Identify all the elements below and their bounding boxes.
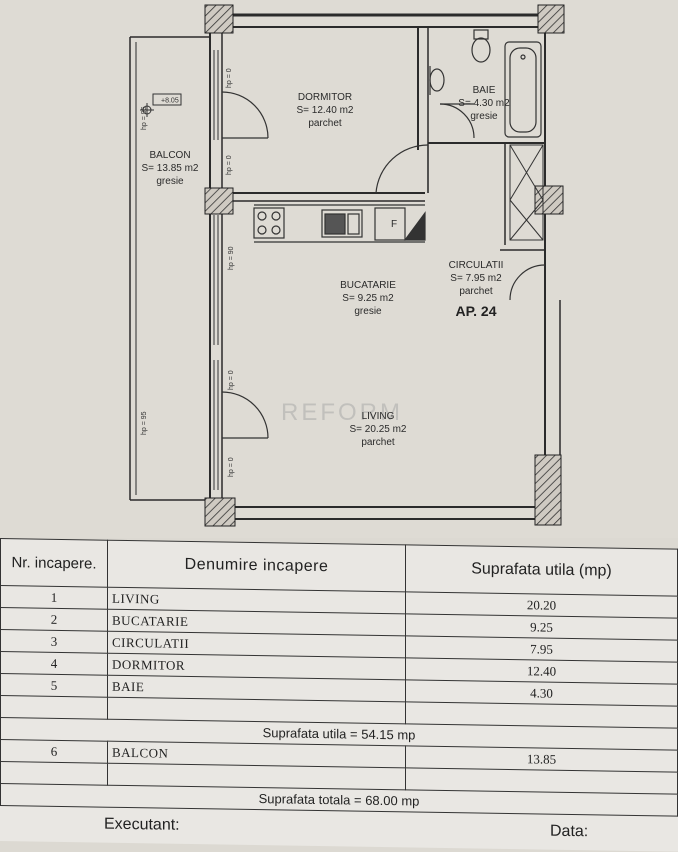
wall-columns bbox=[204, 4, 565, 527]
dim-bedroom-door: hp = 0 bbox=[226, 155, 233, 175]
bathroom-fixtures bbox=[429, 29, 542, 138]
bathtub-basin-icon bbox=[509, 47, 537, 133]
level-mark-text: +8.05 bbox=[161, 98, 179, 105]
bucatarie-name: BUCATARIE bbox=[340, 280, 396, 291]
watermark: REFORM bbox=[281, 399, 403, 426]
balcon-name: BALCON bbox=[149, 150, 190, 161]
circulatii-area: S= 7.95 m2 bbox=[450, 273, 502, 284]
door-swings bbox=[221, 91, 546, 439]
kitchen-sink-icon bbox=[321, 209, 363, 238]
dormitor-floor: parchet bbox=[308, 118, 342, 129]
area-table-sheet: Nr. incapere. Denumire incapere Suprafat… bbox=[0, 538, 678, 852]
area-table: Nr. incapere. Denumire incapere Suprafat… bbox=[0, 538, 678, 817]
level-marker-icon bbox=[140, 93, 182, 117]
stove-icon bbox=[253, 207, 285, 239]
row-nr: 3 bbox=[0, 629, 108, 654]
dim-balcony-top: hp = 95 bbox=[141, 106, 148, 130]
bathtub-icon bbox=[504, 41, 542, 138]
closet-icon bbox=[509, 144, 544, 241]
row-nr: 4 bbox=[0, 651, 108, 676]
dim-living-door: hp = 0 bbox=[228, 370, 235, 390]
living-name: LIVING bbox=[362, 411, 395, 422]
toilet-icon bbox=[471, 37, 491, 63]
row-nr: 2 bbox=[0, 607, 108, 632]
floor-plan: +8.05 F DORMITOR S= 12.40 m2 parchet BAI… bbox=[129, 4, 565, 527]
header-name: Denumire incapere bbox=[107, 540, 406, 592]
dim-balcony-bottom: hp = 95 bbox=[141, 411, 148, 435]
bucatarie-floor: gresie bbox=[354, 306, 382, 317]
window-frames bbox=[213, 50, 219, 490]
dim-kitchen-window: hp = 90 bbox=[228, 246, 235, 270]
living-floor: parchet bbox=[361, 437, 395, 448]
header-nr: Nr. incapere. bbox=[0, 538, 108, 588]
living-area: S= 20.25 m2 bbox=[350, 424, 407, 435]
circulatii-name: CIRCULATII bbox=[449, 260, 504, 271]
fridge-icon bbox=[374, 207, 406, 241]
executant-label: Executant: bbox=[104, 815, 180, 834]
dormitor-area: S= 12.40 m2 bbox=[297, 105, 354, 116]
row-nr: 6 bbox=[0, 739, 108, 764]
row-nr: 5 bbox=[0, 673, 108, 698]
bucatarie-area: S= 9.25 m2 bbox=[342, 293, 394, 304]
dormitor-name: DORMITOR bbox=[298, 92, 352, 103]
header-area: Suprafata utila (mp) bbox=[405, 544, 678, 597]
date-label: Data: bbox=[550, 822, 589, 841]
balcon-floor: gresie bbox=[156, 176, 184, 187]
dim-living-window: hp = 0 bbox=[228, 457, 235, 477]
signature-footer: Executant: Data: bbox=[0, 814, 678, 841]
fridge-label: F bbox=[391, 219, 397, 230]
row-nr: 1 bbox=[0, 585, 108, 610]
baie-area: S= 4.30 m2 bbox=[458, 98, 510, 109]
balcon-area: S= 13.85 m2 bbox=[142, 163, 199, 174]
circulatii-floor: parchet bbox=[459, 286, 493, 297]
apartment-label: AP. 24 bbox=[456, 303, 497, 319]
dim-bedroom-window: hp = 0 bbox=[226, 68, 233, 88]
walls bbox=[129, 13, 561, 525]
baie-floor: gresie bbox=[470, 111, 498, 122]
kitchen-fixtures bbox=[253, 204, 426, 243]
baie-name: BAIE bbox=[473, 85, 496, 96]
